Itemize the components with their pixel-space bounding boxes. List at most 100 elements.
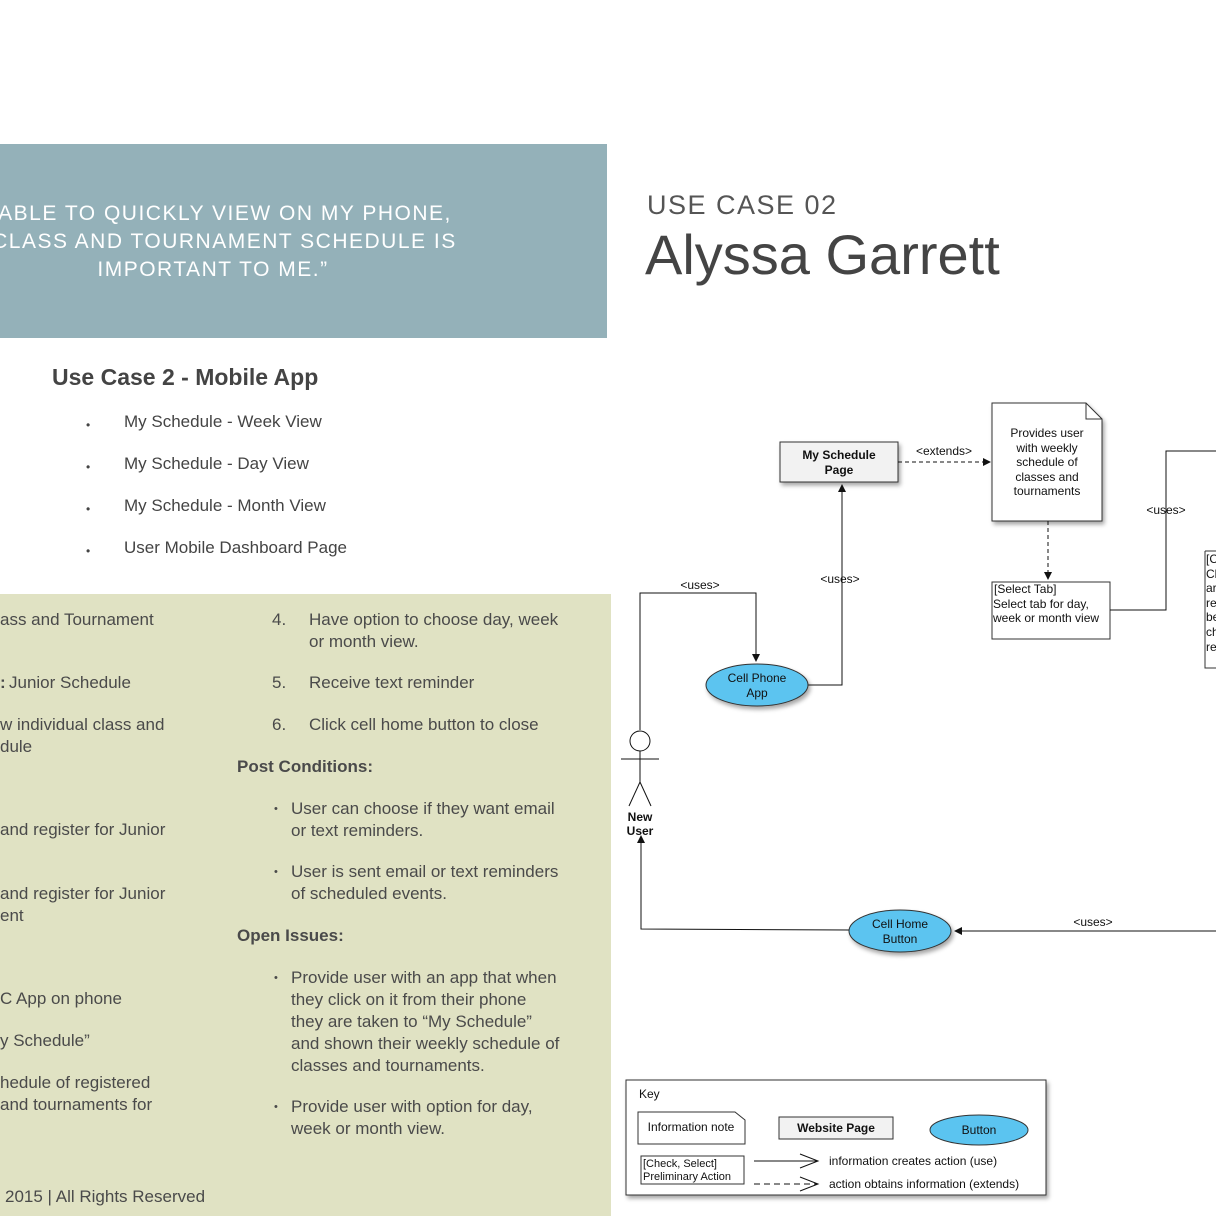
open-issues-heading: Open Issues: <box>237 926 344 945</box>
key-label: Information note <box>648 1120 735 1134</box>
list-item: • Provide user with an app that when the… <box>274 967 589 1077</box>
step-text: Receive text reminder <box>309 673 475 692</box>
step-text: Click cell home button to close <box>309 715 539 734</box>
bullet-dot: • <box>274 803 278 815</box>
text-fragment: and register for Junior <box>0 884 166 903</box>
item-line: User is sent email or text reminders <box>291 862 559 881</box>
key-solid-arrowhead <box>799 1153 820 1169</box>
note-line: be <box>1206 610 1216 624</box>
uses-arrow <box>808 484 846 686</box>
text-fragment: hedule of registered <box>0 1073 151 1092</box>
step-text: Have option to choose day, week <box>309 610 559 629</box>
details-panel: ass and Tournament : Junior Schedule w i… <box>0 594 611 1216</box>
note-line: ch <box>1206 625 1216 639</box>
key-label: action obtains information (extends) <box>829 1177 1019 1191</box>
bullet-dot: • <box>274 866 278 878</box>
key-button-shape <box>929 1114 1029 1146</box>
note-line: Provides user <box>1010 426 1083 440</box>
note-line: ar <box>1206 581 1216 595</box>
note-line: with weekly <box>1015 441 1077 455</box>
cell-home-button-node: Cell Home Button <box>848 909 952 953</box>
node-label: Select tab for day, <box>993 597 1089 611</box>
uses-connector <box>1110 450 1216 611</box>
text-fragment: dule <box>0 737 33 756</box>
quote-banner: G ABLE TO QUICKLY VIEW ON MY PHONE, S CL… <box>0 144 607 338</box>
actor-label: New <box>628 810 653 824</box>
node-label: Page <box>825 463 854 477</box>
use-case-title: Use Case 2 - Mobile App <box>52 364 319 390</box>
node-label: My Schedule <box>802 448 876 462</box>
key-page-shape <box>778 1116 894 1140</box>
uses-arrow <box>637 835 851 931</box>
node-label: week or month view <box>992 611 1099 625</box>
key-note-shape <box>637 1111 746 1145</box>
note-line: re <box>1206 640 1216 654</box>
note-line: schedule of <box>1016 455 1078 469</box>
text-fragment: ent <box>0 906 24 925</box>
text-fragment: w individual class and <box>0 715 165 734</box>
list-item: My Schedule - Week View <box>86 412 586 454</box>
text-fragment: and register for Junior <box>0 820 166 839</box>
post-conditions-heading: Post Conditions: <box>237 757 373 776</box>
cell-phone-app-button-node: Cell Phone App <box>705 663 809 707</box>
bullet-dot: • <box>274 972 278 984</box>
note-line: [C <box>1206 552 1216 566</box>
item-line: they are taken to “My Schedule” <box>291 1012 532 1031</box>
text-fragment: C App on phone <box>0 989 122 1008</box>
note-line: tournaments <box>1014 484 1081 498</box>
text-fragment: and tournaments for <box>0 1095 153 1114</box>
persona-name: Alyssa Garrett <box>645 223 1000 286</box>
key-dashed-arrowhead <box>799 1176 820 1192</box>
list-item: My Schedule - Month View <box>86 496 586 538</box>
list-item: • User is sent email or text reminders o… <box>274 861 591 905</box>
quote-line: G ABLE TO QUICKLY VIEW ON MY PHONE, <box>0 202 452 225</box>
quote-line: S CLASS AND TOURNAMENT SCHEDULE IS <box>0 230 457 253</box>
select-tab-node: [Select Tab] Select tab for day, week or… <box>991 581 1111 640</box>
user-actor-icon <box>621 730 659 807</box>
item-line: classes and tournaments. <box>291 1056 485 1075</box>
item-line: of scheduled events. <box>291 884 447 903</box>
item-line: they click on it from their phone <box>291 990 527 1009</box>
item-line: week or month view. <box>291 1119 446 1138</box>
key-label: Website Page <box>797 1121 875 1135</box>
list-item: User Mobile Dashboard Page <box>86 538 586 580</box>
uses-label: <uses> <box>680 578 719 592</box>
extends-label: <extends> <box>916 444 972 458</box>
note-line: re <box>1206 596 1216 610</box>
right-note-fragment: [C Cl ar re be ch re <box>1204 550 1216 669</box>
diagram-key: Key Information note Website Page Button… <box>625 1079 1047 1196</box>
item-line: Provide user with option for day, <box>291 1097 533 1116</box>
footer-copyright: 2015 | All Rights Reserved <box>5 1187 206 1206</box>
my-schedule-page-node: My Schedule Page <box>779 441 899 483</box>
quote-line: IMPORTANT TO ME.” <box>97 258 329 281</box>
item-line: User can choose if they want email <box>291 799 555 818</box>
node-label: Cell Home <box>872 917 928 931</box>
note-line: classes and <box>1015 470 1078 484</box>
uses-arrow <box>639 592 760 730</box>
text-fragment-colon: : <box>0 673 6 692</box>
item-line: or text reminders. <box>291 821 424 840</box>
key-prelim-shape <box>640 1155 745 1185</box>
uses-label: <uses> <box>1146 503 1185 517</box>
key-title: Key <box>639 1087 660 1101</box>
item-line: and shown their weekly schedule of <box>291 1034 560 1053</box>
node-label: [Select Tab] <box>994 582 1056 596</box>
step-number: 4. <box>272 610 287 629</box>
use-case-label: USE CASE 02 <box>647 190 838 220</box>
weekly-schedule-note: Provides user with weekly schedule of cl… <box>991 402 1103 522</box>
actor-label: User <box>627 824 654 838</box>
bullet-dot: • <box>274 1101 278 1113</box>
uses-label: <uses> <box>1073 915 1112 929</box>
text-fragment: Junior Schedule <box>9 673 131 692</box>
node-label: Button <box>883 932 918 946</box>
text-fragment: ass and Tournament <box>0 610 154 629</box>
list-item: • Provide user with option for day, week… <box>274 1096 589 1140</box>
key-label: information creates action (use) <box>829 1154 997 1168</box>
list-item: My Schedule - Day View <box>86 454 586 496</box>
key-label: Preliminary Action <box>643 1171 731 1183</box>
step-number: 6. <box>272 715 287 734</box>
node-label: Cell Phone <box>728 671 787 685</box>
note-line: Cl <box>1206 567 1216 581</box>
text-fragment: y Schedule” <box>0 1031 90 1050</box>
